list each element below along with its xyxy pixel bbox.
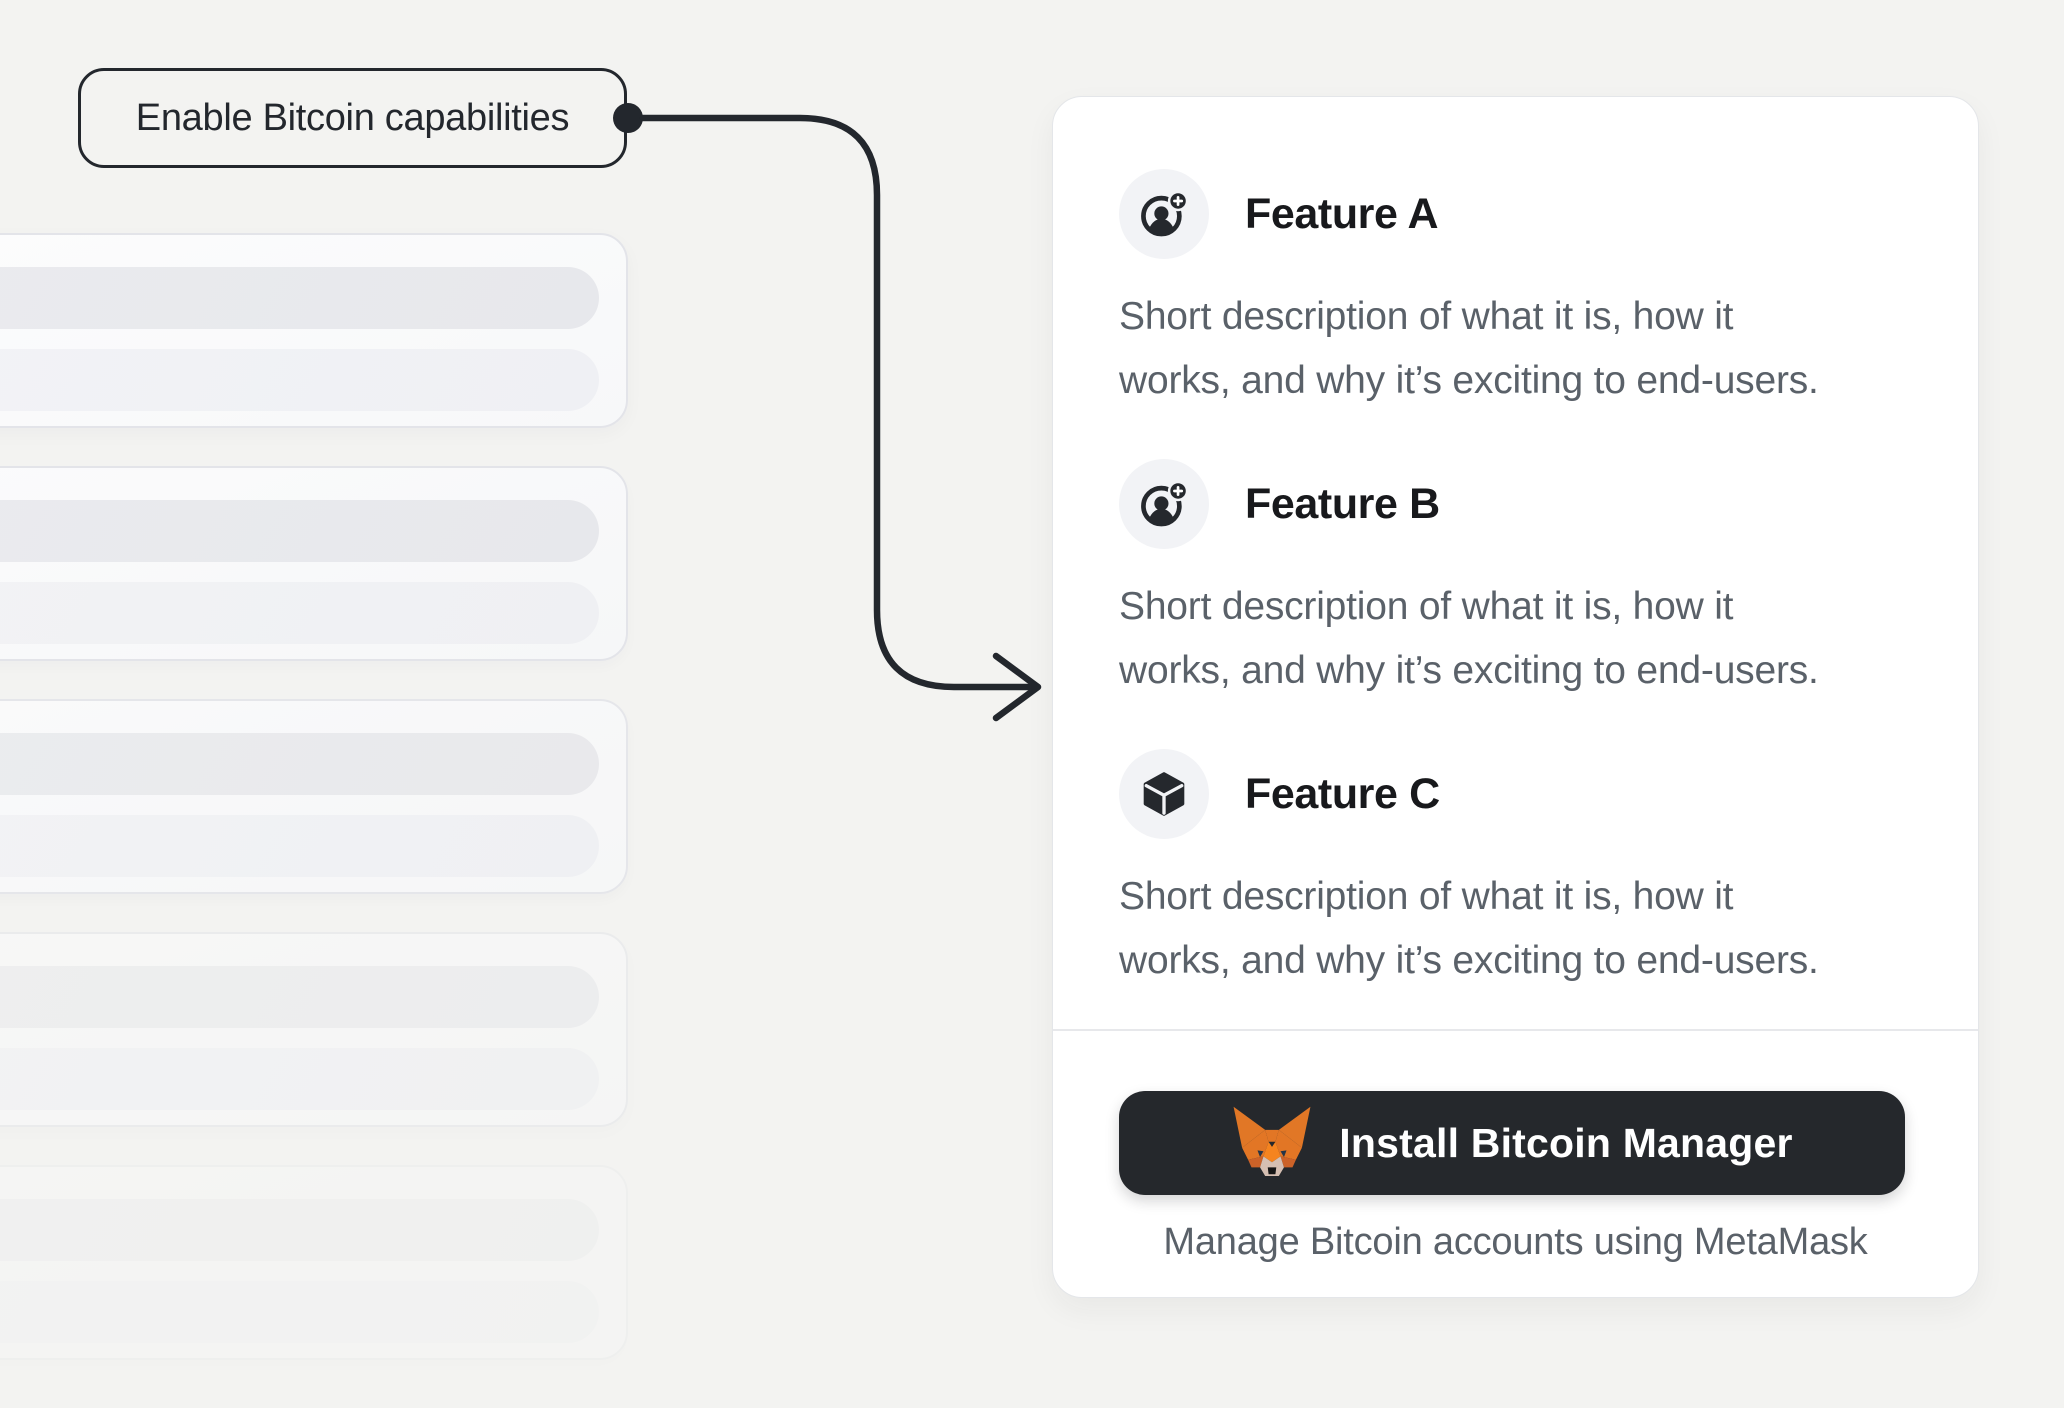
annotation-label: Enable Bitcoin capabilities [78,68,627,168]
feature-title: Feature A [1245,189,1439,238]
feature-item-b: Feature B Short description of what it i… [1119,459,1929,703]
feature-item-a: Feature A Short description of what it i… [1119,169,1929,413]
skeleton-bar [0,733,599,795]
account-add-icon [1141,190,1189,237]
skeleton-card [0,932,628,1127]
icon-chip [1119,169,1209,259]
skeleton-bar [0,267,599,329]
skeleton-card-stack [0,233,628,1398]
skeleton-card [0,1165,628,1360]
feature-description-line: Short description of what it is, how it [1119,295,1734,338]
skeleton-bar [0,582,599,644]
skeleton-bar [0,349,599,411]
feature-description-line: works, and why it’s exciting to end-user… [1119,939,1819,982]
connector-path [639,114,1034,691]
skeleton-bar [0,1048,599,1110]
install-bitcoin-manager-button[interactable]: Install Bitcoin Manager [1119,1091,1905,1195]
feature-item-c: Feature C Short description of what it i… [1119,749,1929,993]
feature-head: Feature C [1119,749,1929,839]
skeleton-card [0,466,628,661]
feature-description-line: works, and why it’s exciting to end-user… [1119,359,1819,402]
skeleton-card [0,233,628,428]
skeleton-bar [0,1281,599,1343]
skeleton-bar [0,966,599,1028]
feature-description: Short description of what it is, how it … [1119,285,1929,413]
feature-head: Feature B [1119,459,1929,549]
feature-head: Feature A [1119,169,1929,259]
metamask-fox-icon [1233,1106,1311,1176]
arrow-right-icon [992,652,1042,722]
install-button-label: Install Bitcoin Manager [1339,1119,1793,1166]
account-add-icon [1141,480,1189,527]
feature-description: Short description of what it is, how it … [1119,865,1929,993]
feature-title: Feature C [1245,769,1440,818]
feature-card: Feature A Short description of what it i… [1052,96,1979,1298]
icon-chip [1119,459,1209,549]
skeleton-bar [0,500,599,562]
card-divider [1053,1029,1978,1031]
icon-chip [1119,749,1209,839]
button-caption: Manage Bitcoin accounts using MetaMask [1163,1221,1868,1263]
feature-description-line: works, and why it’s exciting to end-user… [1119,649,1819,692]
feature-title: Feature B [1245,479,1440,528]
skeleton-card [0,699,628,894]
feature-description-line: Short description of what it is, how it [1119,875,1734,918]
cube-icon [1143,772,1185,816]
skeleton-bar [0,815,599,877]
feature-description-line: Short description of what it is, how it [1119,585,1734,628]
skeleton-bar [0,1199,599,1261]
annotation-label-text: Enable Bitcoin capabilities [135,96,570,139]
feature-description: Short description of what it is, how it … [1119,575,1929,703]
